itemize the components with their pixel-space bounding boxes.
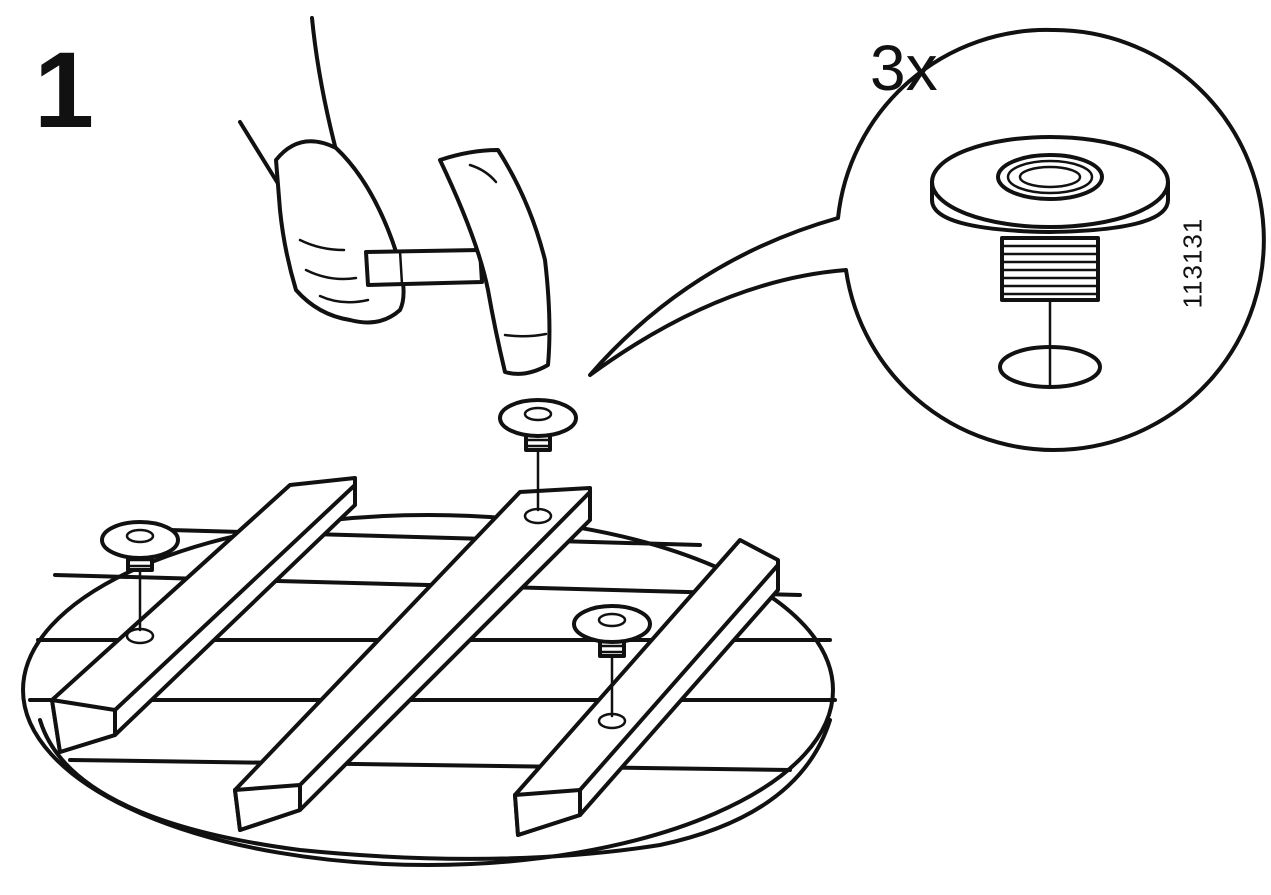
threaded-fitting-icon <box>100 398 652 718</box>
batten-center <box>233 486 592 832</box>
fitting-left <box>100 520 180 632</box>
quantity-label: 3x <box>870 32 938 104</box>
part-number: 113131 <box>1177 217 1208 309</box>
hammer-icon <box>364 148 552 376</box>
callout-fitting <box>930 135 1170 389</box>
step-number: 1 <box>34 29 95 150</box>
fitting-center <box>498 398 578 512</box>
tabletop-icon <box>21 476 837 867</box>
magnified-detail-callout <box>588 27 1266 452</box>
batten-right <box>513 538 780 837</box>
batten-left <box>50 476 357 754</box>
fitting-right <box>572 604 652 718</box>
tabletop-edge <box>38 718 832 861</box>
